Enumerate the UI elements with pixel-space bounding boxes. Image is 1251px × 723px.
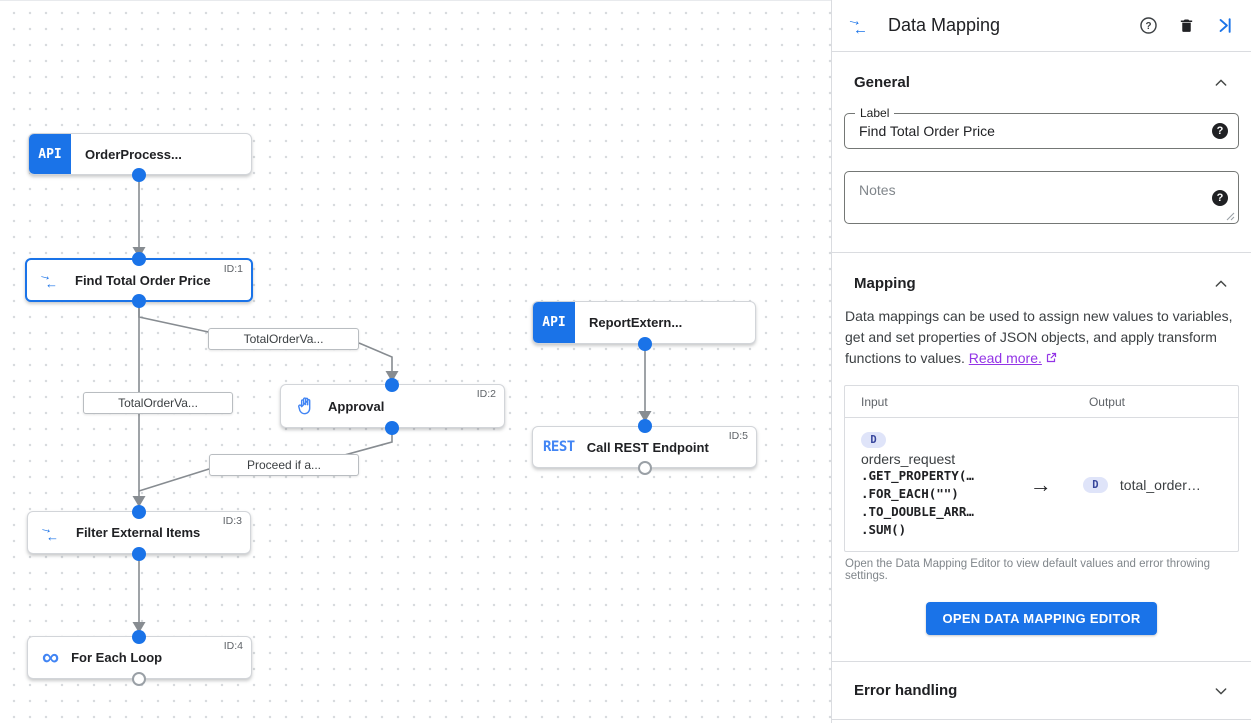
connector-dot[interactable] <box>132 630 146 644</box>
connector-dot[interactable] <box>385 421 399 435</box>
connector-dot[interactable] <box>132 294 146 308</box>
section-mapping-header[interactable]: Mapping <box>844 253 1239 300</box>
mapping-row[interactable]: D orders_request .GET_PROPERTY(… .FOR_EA… <box>845 418 1238 551</box>
mapping-footnote: Open the Data Mapping Editor to view def… <box>845 558 1211 582</box>
panel-title: Data Mapping <box>888 15 1001 35</box>
node-order-process[interactable]: API OrderProcess... <box>28 133 252 175</box>
connector-dot[interactable] <box>638 337 652 351</box>
data-type-badge: D <box>861 432 886 448</box>
edge-label-total-order-value-left[interactable]: TotalOrderVa... <box>83 392 233 414</box>
node-label: Approval <box>328 398 385 414</box>
data-type-badge: D <box>1082 476 1108 493</box>
output-variable-name: total_order… <box>1119 476 1201 493</box>
node-id-badge: ID:5 <box>728 430 748 442</box>
node-label: Filter External Items <box>76 525 201 540</box>
node-filter-external-items[interactable]: → ← Filter External Items ID:3 <box>27 511 251 554</box>
mapping-arrow-icon: → <box>1029 471 1052 497</box>
connector-dot-empty[interactable] <box>132 672 146 686</box>
chevron-down-icon[interactable] <box>1213 683 1229 699</box>
notes-field: ? <box>844 171 1239 224</box>
api-icon: API <box>533 302 575 343</box>
transform-function: .FOR_EACH("") <box>861 486 959 501</box>
mapping-table: Input Output D orders_request .GET_PROPE… <box>844 385 1239 552</box>
section-title: Mapping <box>854 275 916 292</box>
config-panel-header: → ← Data Mapping ? <box>832 0 1251 52</box>
data-mapping-icon: → ← <box>845 9 868 38</box>
section-error-handling-header[interactable]: Error handling <box>844 662 1239 719</box>
connector-dot[interactable] <box>132 547 146 561</box>
approval-hand-icon <box>295 396 316 417</box>
loop-infinity-icon: ∞ <box>42 643 60 671</box>
label-field: Label ? <box>844 106 1239 149</box>
help-icon[interactable]: ? <box>1139 16 1158 35</box>
edge-label-total-order-value-right[interactable]: TotalOrderVa... <box>208 328 359 350</box>
transform-function: .SUM() <box>861 522 907 537</box>
input-variable-name: orders_request <box>861 451 956 467</box>
section-title: General <box>854 74 910 91</box>
connector-dot[interactable] <box>132 168 146 182</box>
node-label: Call REST Endpoint <box>586 439 709 455</box>
config-panel-body: General Label ? ? Mapping <box>832 52 1251 720</box>
label-input[interactable] <box>845 114 1238 148</box>
transform-function: .GET_PROPERTY(… <box>861 468 974 483</box>
label-field-label: Label <box>855 106 895 120</box>
read-more-link[interactable]: Read more. <box>968 350 1042 366</box>
section-divider <box>832 719 1251 720</box>
data-mapping-icon: → ← <box>37 266 58 291</box>
chevron-up-icon[interactable] <box>1213 75 1229 91</box>
mapping-description: Data mappings can be used to assign new … <box>844 300 1239 370</box>
external-link-icon <box>1045 349 1057 370</box>
node-id-badge: ID:4 <box>223 640 243 652</box>
connector-dot[interactable] <box>132 252 146 266</box>
connector-dot-empty[interactable] <box>638 461 652 475</box>
delete-icon[interactable] <box>1178 16 1195 35</box>
section-general-header[interactable]: General <box>844 52 1239 99</box>
notes-help-icon[interactable]: ? <box>1212 189 1228 206</box>
node-label: Find Total Order Price <box>75 272 211 288</box>
flow-canvas[interactable]: API OrderProcess... → ← Find Total Order… <box>0 0 831 723</box>
node-id-badge: ID:2 <box>476 388 496 400</box>
node-label: ReportExtern... <box>589 315 683 330</box>
section-divider <box>832 252 1251 253</box>
rest-icon: REST <box>543 439 575 455</box>
chevron-up-icon[interactable] <box>1213 276 1229 292</box>
label-help-icon[interactable]: ? <box>1212 123 1228 139</box>
node-label: For Each Loop <box>71 650 163 665</box>
edge-label-proceed-if[interactable]: Proceed if a... <box>209 454 359 476</box>
open-data-mapping-editor-button[interactable]: OPEN DATA MAPPING EDITOR <box>926 602 1157 635</box>
section-divider <box>832 661 1251 662</box>
input-column-header: Input <box>861 395 888 409</box>
notes-input[interactable] <box>845 172 1238 218</box>
section-title: Error handling <box>854 682 958 699</box>
transform-function: .TO_DOUBLE_ARR… <box>861 504 974 519</box>
flow-edges <box>132 175 652 633</box>
collapse-panel-icon[interactable] <box>1215 16 1234 35</box>
mapping-table-header: Input Output <box>845 386 1238 418</box>
connector-dot[interactable] <box>638 419 652 433</box>
mapping-output-cell: D total_order… <box>1073 476 1238 493</box>
mapping-input-cell: D orders_request .GET_PROPERTY(… .FOR_EA… <box>845 430 1030 539</box>
connector-dot[interactable] <box>132 505 146 519</box>
resize-grip-icon[interactable] <box>1226 212 1235 221</box>
connector-dot[interactable] <box>385 378 399 392</box>
svg-text:?: ? <box>1145 21 1151 32</box>
data-mapping-icon: → ← <box>38 518 59 544</box>
node-label: OrderProcess... <box>85 146 182 162</box>
output-column-header: Output <box>1088 395 1125 409</box>
api-icon: API <box>29 134 71 174</box>
node-id-badge: ID:3 <box>222 515 242 527</box>
node-id-badge: ID:1 <box>223 263 243 275</box>
config-panel: → ← Data Mapping ? <box>831 0 1251 723</box>
